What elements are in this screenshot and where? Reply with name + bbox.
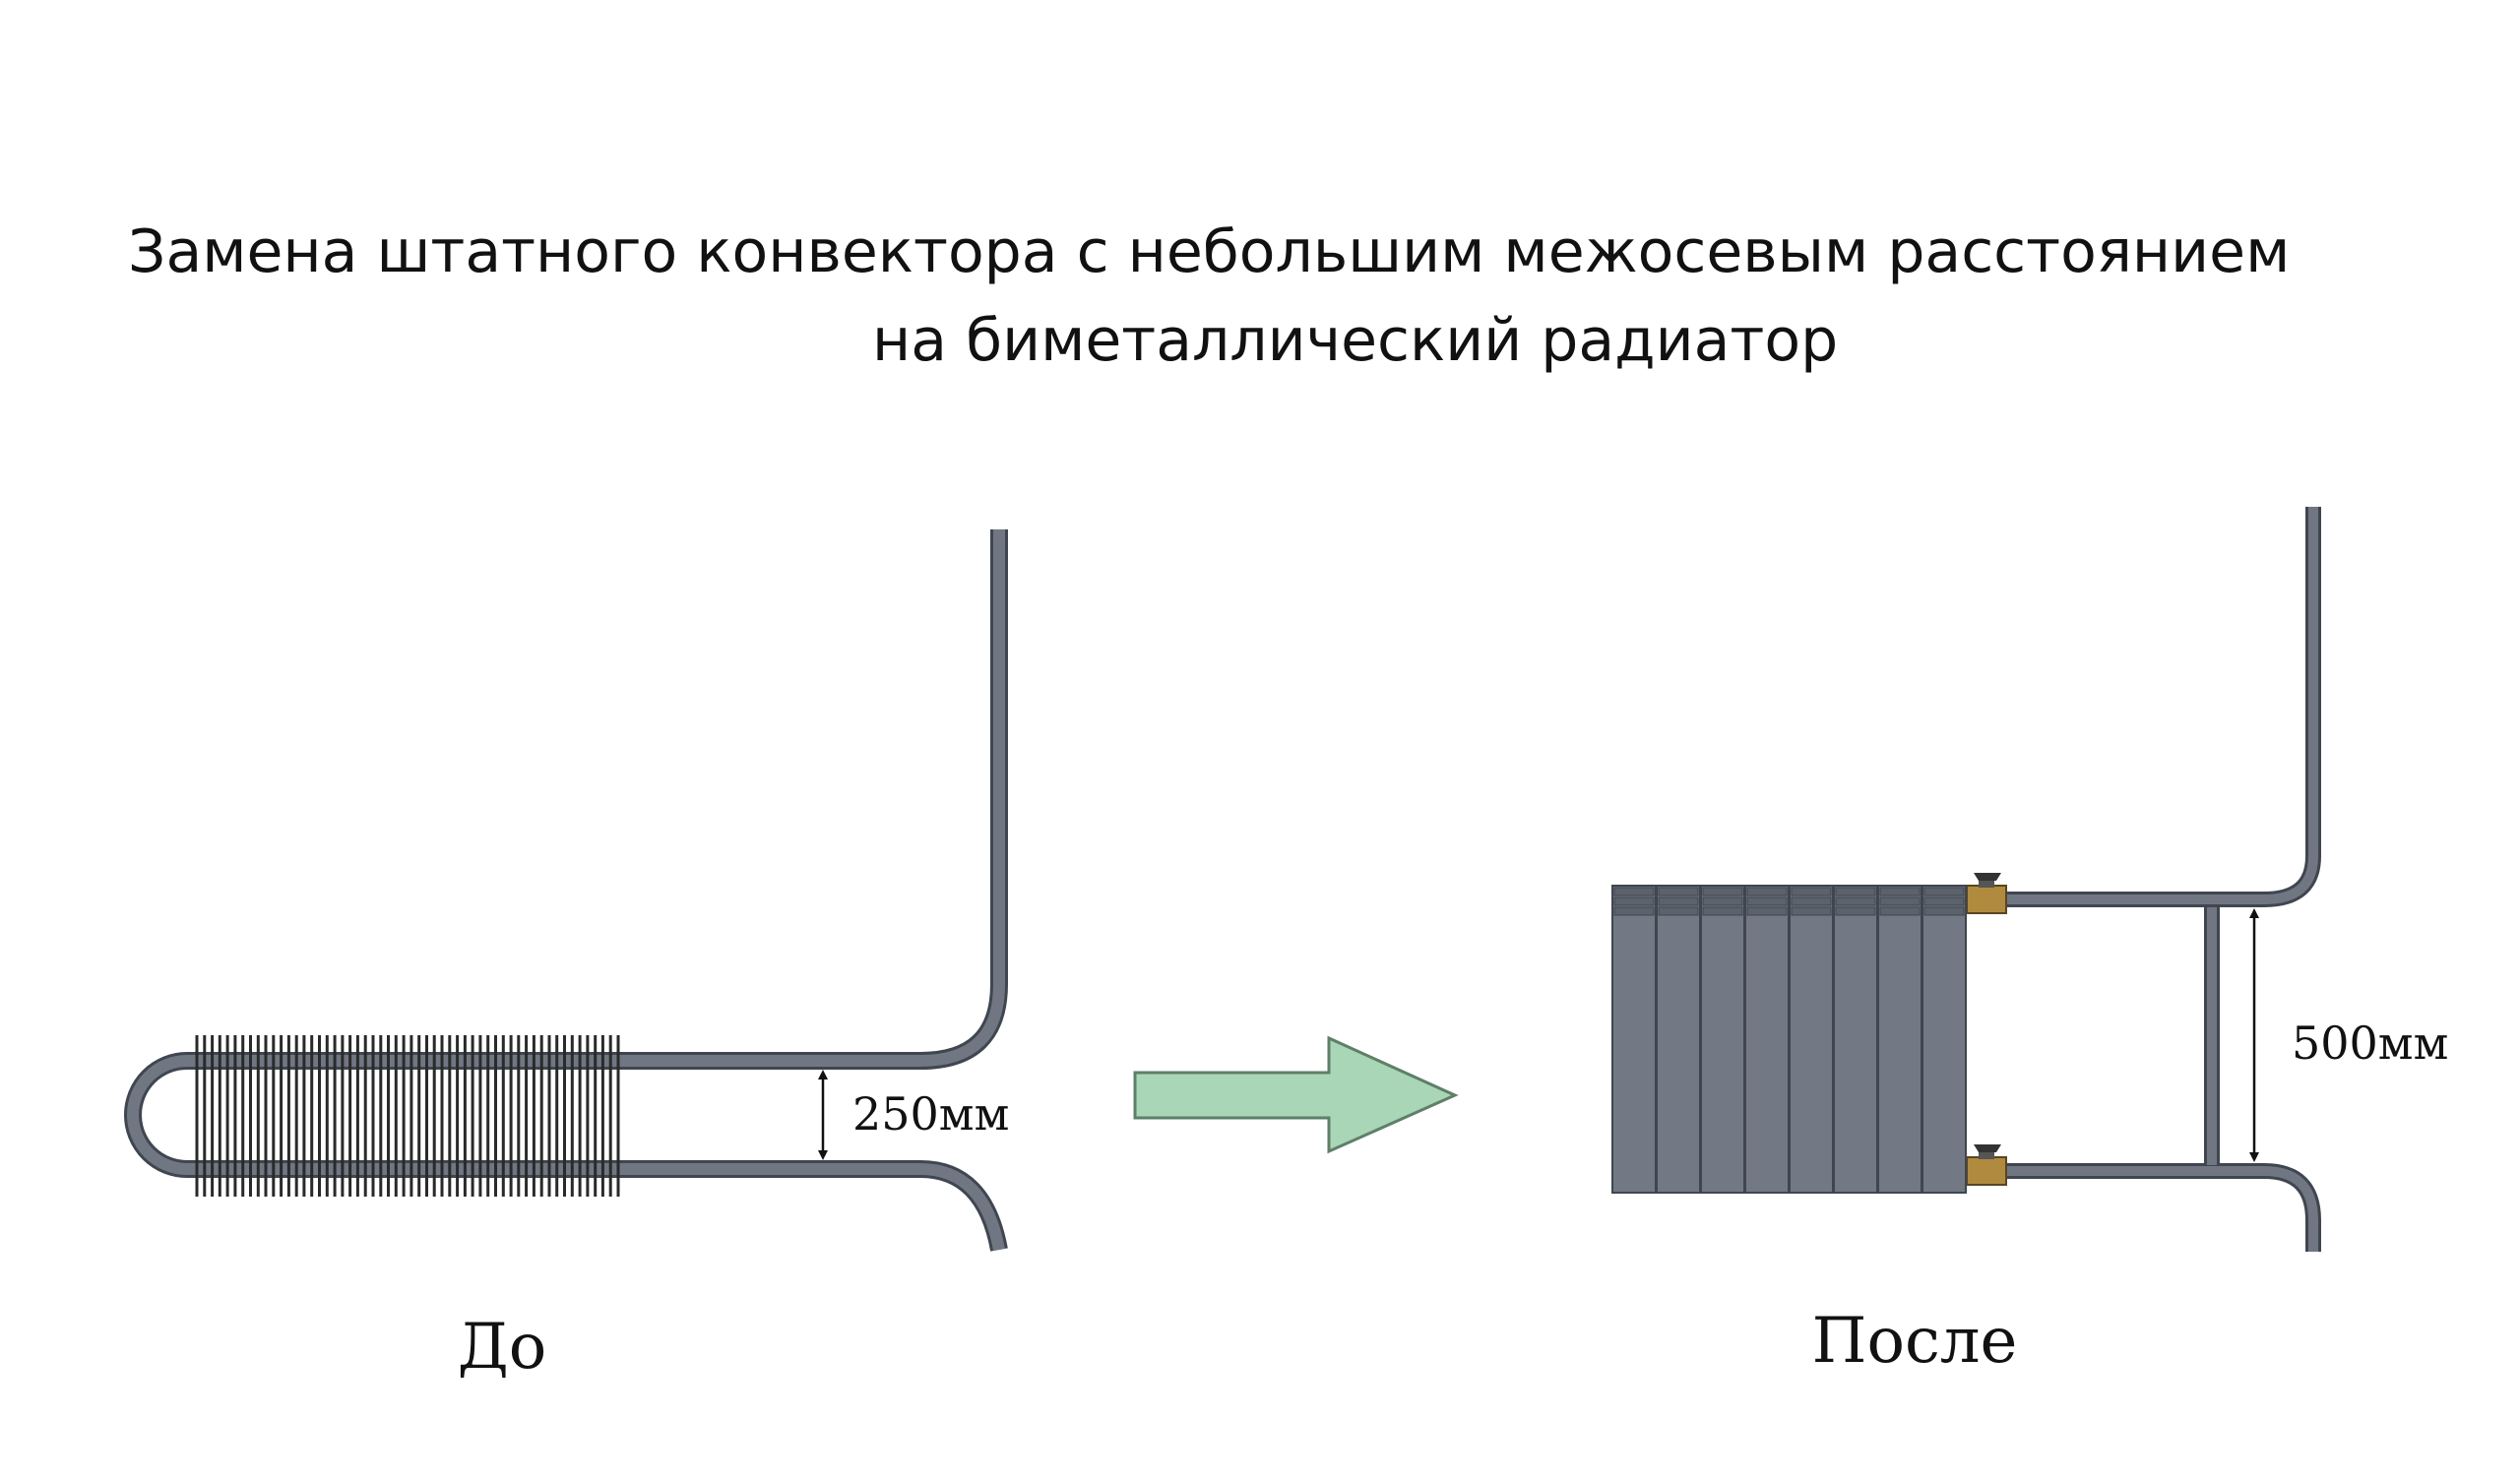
convector-fins: [195, 1035, 620, 1197]
before-dimension-label: 250мм: [852, 1087, 1009, 1141]
after-label: После: [1812, 1305, 2018, 1378]
radiator-section-rib: [1835, 887, 1876, 896]
radiator-section-rib: [1658, 896, 1699, 906]
radiator-section-rib: [1835, 906, 1876, 916]
radiator-section-rib: [1658, 906, 1699, 916]
radiator-section-rib: [1923, 887, 1965, 896]
radiator-section-rib: [1702, 896, 1743, 906]
radiator-section-rib: [1746, 906, 1788, 916]
title-line-1: Замена штатного конвектора с небольшим м…: [128, 217, 2291, 286]
radiator-section-rib: [1702, 906, 1743, 916]
convector-before: 250мм До: [124, 529, 1009, 1384]
upper-valve: [1966, 873, 2007, 914]
radiator-section-rib: [1923, 896, 1965, 906]
radiator-section: [1700, 885, 1745, 1194]
radiator-section: [1922, 885, 1967, 1194]
radiator-section: [1656, 885, 1701, 1194]
radiator-section: [1833, 885, 1878, 1194]
lower-valve: [1966, 1144, 2007, 1186]
radiator-section: [1877, 885, 1922, 1194]
radiator-section-rib: [1658, 887, 1699, 896]
radiator-section-rib: [1923, 906, 1965, 916]
radiator-section: [1611, 885, 1657, 1194]
radiator-section-rib: [1835, 896, 1876, 906]
after-lower-riser: [1988, 1163, 2321, 1252]
radiator-section-rib: [1702, 887, 1743, 896]
radiator-section-rib: [1613, 887, 1655, 896]
radiator-after: 500мм После: [1611, 507, 2448, 1378]
radiator-section-rib: [1613, 906, 1655, 916]
radiator-section-rib: [1879, 887, 1921, 896]
radiator-section-rib: [1879, 896, 1921, 906]
radiator-section-rib: [1791, 887, 1832, 896]
before-upper-riser: [891, 529, 1008, 1070]
radiator-section-rib: [1746, 887, 1788, 896]
radiator-section: [1789, 885, 1834, 1194]
radiator-section-rib: [1746, 896, 1788, 906]
radiator-section-rib: [1791, 906, 1832, 916]
after-upper-riser: [1988, 507, 2321, 907]
transition-arrow: [1133, 1035, 1459, 1154]
title-line-2: на биметаллический радиатор: [872, 306, 1839, 375]
after-dimension-label: 500мм: [2292, 1017, 2448, 1070]
radiator-section-rib: [1613, 896, 1655, 906]
radiator-sections: [1611, 885, 1967, 1194]
before-label: До: [458, 1311, 547, 1384]
radiator-section-rib: [1879, 906, 1921, 916]
radiator-section: [1744, 885, 1790, 1194]
radiator-section-rib: [1791, 896, 1832, 906]
